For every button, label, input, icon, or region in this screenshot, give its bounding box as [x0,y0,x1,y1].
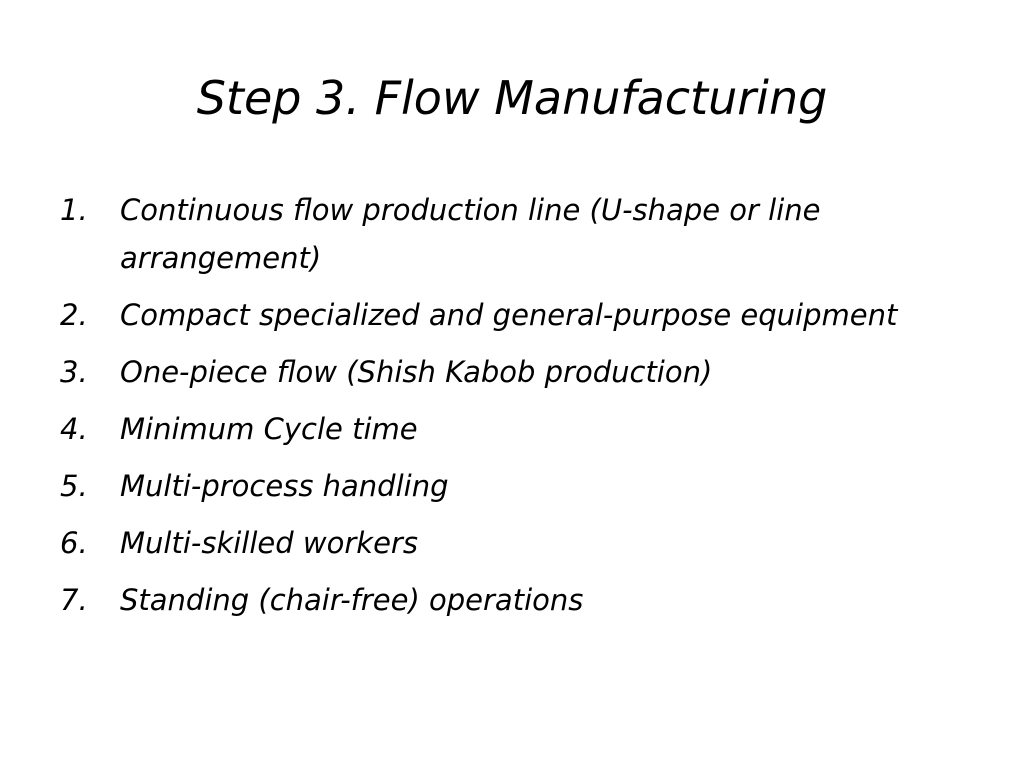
list-item-text: Standing (chair-free) operations [120,583,584,617]
list-item-number: 2. [60,298,88,332]
list-item-number: 1. [60,193,88,227]
list-item: 5. Multi-process handling [60,462,960,510]
list-item: 1. Continuous flow production line (U-sh… [60,186,960,282]
list-item-number: 4. [60,412,88,446]
list-item-number: 7. [60,583,88,617]
list-item: 4. Minimum Cycle time [60,405,960,453]
numbered-list: 1. Continuous flow production line (U-sh… [60,186,960,633]
list-item-text: Continuous flow production line (U-shape… [120,193,821,275]
slide-title: Step 3. Flow Manufacturing [196,71,828,125]
list-item: 3. One-piece flow (Shish Kabob productio… [60,348,960,396]
list-item: 6. Multi-skilled workers [60,519,960,567]
list-item-number: 6. [60,526,88,560]
list-item: 2. Compact specialized and general-purpo… [60,291,960,339]
list-item-text: Compact specialized and general-purpose … [120,298,898,332]
list-item-number: 3. [60,355,88,389]
list-item-text: Minimum Cycle time [120,412,418,446]
list-item-text: Multi-skilled workers [120,526,418,560]
list-item-number: 5. [60,469,88,503]
list-item: 7. Standing (chair-free) operations [60,576,960,624]
list-item-text: Multi-process handling [120,469,449,503]
list-item-text: One-piece flow (Shish Kabob production) [120,355,713,389]
